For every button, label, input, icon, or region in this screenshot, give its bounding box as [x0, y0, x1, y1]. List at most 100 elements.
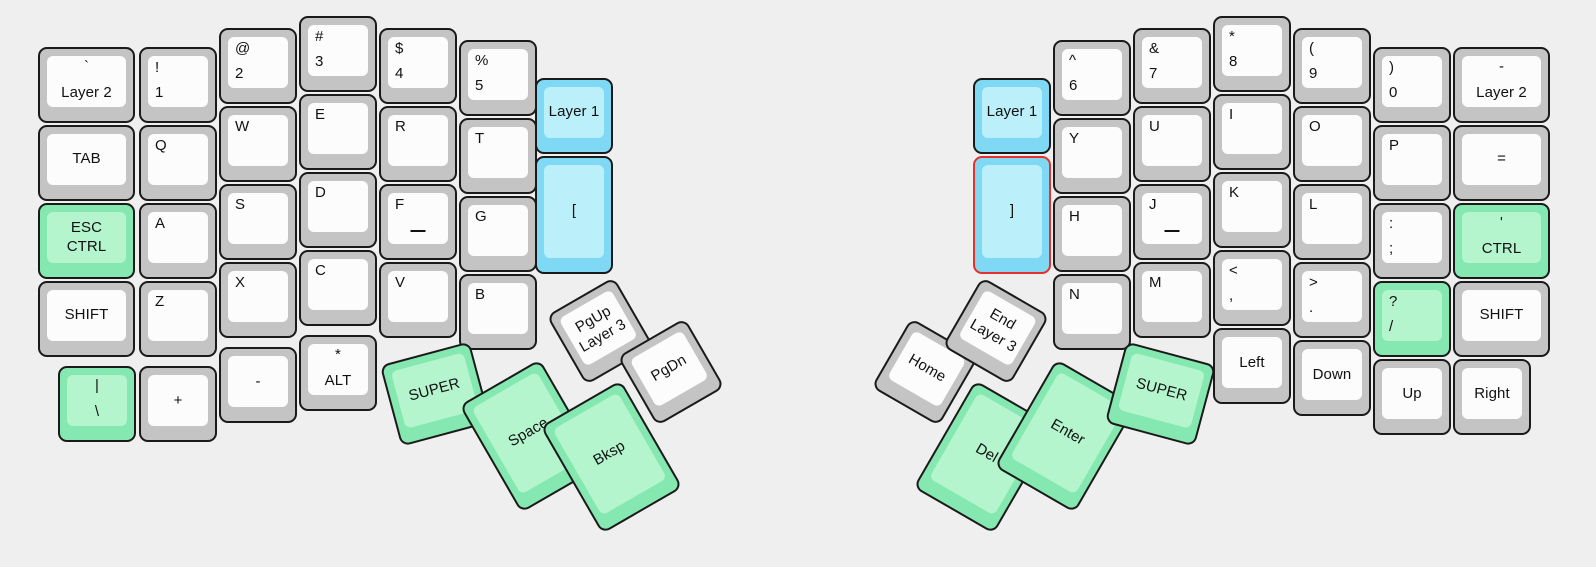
keycap: <, — [1222, 259, 1282, 310]
key-o[interactable]: O — [1293, 106, 1371, 182]
keycap: !1 — [148, 56, 208, 107]
key-h[interactable]: H — [1053, 196, 1131, 272]
key-layer-2-left[interactable]: `Layer 2 — [38, 47, 135, 123]
key-semicolon[interactable]: :; — [1373, 203, 1451, 279]
key-d[interactable]: D — [299, 172, 377, 248]
key-a[interactable]: A — [139, 203, 217, 279]
key-i[interactable]: I — [1213, 94, 1291, 170]
key-legend: Right — [1474, 385, 1510, 403]
key-legend: P — [1389, 137, 1400, 154]
keycap: H — [1062, 205, 1122, 256]
key-c[interactable]: C — [299, 250, 377, 326]
key-arrow-down[interactable]: Down — [1293, 340, 1371, 416]
keycap: ] — [982, 165, 1042, 258]
key-2[interactable]: @2 — [219, 28, 297, 104]
key-legend: ] — [1009, 202, 1015, 220]
keycap: F — [388, 193, 448, 244]
key-quote-ctrl[interactable]: 'CTRL — [1453, 203, 1550, 279]
key-v[interactable]: V — [379, 262, 457, 338]
keycap: D — [308, 181, 368, 232]
key-x[interactable]: X — [219, 262, 297, 338]
key-minus-left[interactable]: - — [219, 347, 297, 423]
keycap: Enter — [1010, 371, 1125, 495]
key-u[interactable]: U — [1133, 106, 1211, 182]
key-m[interactable]: M — [1133, 262, 1211, 338]
key-0[interactable]: )0 — [1373, 47, 1451, 123]
homing-bar-indicator — [410, 230, 426, 232]
key-legend: K — [1229, 184, 1240, 201]
key-5[interactable]: %5 — [459, 40, 537, 116]
key-legend-shifted: : — [1389, 215, 1394, 232]
key-1[interactable]: !1 — [139, 47, 217, 123]
keycap: O — [1302, 115, 1362, 166]
key-b[interactable]: B — [459, 274, 537, 350]
key-p[interactable]: P — [1373, 125, 1451, 201]
keycap: R — [388, 115, 448, 166]
key-n[interactable]: N — [1053, 274, 1131, 350]
keycap: U — [1142, 115, 1202, 166]
keycap: $4 — [388, 37, 448, 88]
key-t[interactable]: T — [459, 118, 537, 194]
key-right-bracket[interactable]: ] — [973, 156, 1051, 274]
key-pipe-backslash[interactable]: |\ — [58, 366, 136, 442]
key-alt[interactable]: *ALT — [299, 335, 377, 411]
key-j[interactable]: J — [1133, 184, 1211, 260]
key-legend: PgUp Layer 3 — [572, 302, 629, 356]
key-8[interactable]: *8 — [1213, 16, 1291, 92]
key-legend: / — [1389, 317, 1394, 335]
key-s[interactable]: S — [219, 184, 297, 260]
key-g[interactable]: G — [459, 196, 537, 272]
key-4[interactable]: $4 — [379, 28, 457, 104]
key-q[interactable]: Q — [139, 125, 217, 201]
key-legend: 4 — [395, 64, 404, 82]
key-period[interactable]: >. — [1293, 262, 1371, 338]
key-arrow-up[interactable]: Up — [1373, 359, 1451, 435]
key-comma[interactable]: <, — [1213, 250, 1291, 326]
key-r[interactable]: R — [379, 106, 457, 182]
key-e[interactable]: E — [299, 94, 377, 170]
key-legend: Layer 2 — [61, 83, 112, 101]
key-layer-2-right[interactable]: -Layer 2 — [1453, 47, 1550, 123]
key-legend: I — [1229, 106, 1234, 123]
key-layer-1-left[interactable]: Layer 1 — [535, 78, 613, 154]
key-legend: , — [1229, 286, 1234, 304]
key-shift-left[interactable]: SHIFT — [38, 281, 135, 357]
key-plus[interactable]: + — [139, 366, 217, 442]
key-slash[interactable]: ?/ — [1373, 281, 1451, 357]
key-legend: D — [315, 184, 326, 201]
key-9[interactable]: (9 — [1293, 28, 1371, 104]
key-legend: J — [1149, 196, 1157, 213]
keycap: B — [468, 283, 528, 334]
key-z[interactable]: Z — [139, 281, 217, 357]
key-legend: Z — [155, 293, 165, 310]
keycap: J — [1142, 193, 1202, 244]
key-arrow-left[interactable]: Left — [1213, 328, 1291, 404]
key-left-bracket[interactable]: [ — [535, 156, 613, 274]
key-6[interactable]: ^6 — [1053, 40, 1131, 116]
keycap: Y — [1062, 127, 1122, 178]
key-esc-ctrl[interactable]: ESC CTRL — [38, 203, 135, 279]
key-y[interactable]: Y — [1053, 118, 1131, 194]
key-l[interactable]: L — [1293, 184, 1371, 260]
keycap: K — [1222, 181, 1282, 232]
keycap: Layer 1 — [544, 87, 604, 138]
key-tab[interactable]: TAB — [38, 125, 135, 201]
key-arrow-right[interactable]: Right — [1453, 359, 1531, 435]
key-equal[interactable]: = — [1453, 125, 1550, 201]
key-legend: + — [173, 392, 183, 410]
keycap: L — [1302, 193, 1362, 244]
key-legend: 5 — [475, 76, 484, 94]
key-shift-right[interactable]: SHIFT — [1453, 281, 1550, 357]
keycap: A — [148, 212, 208, 263]
key-7[interactable]: &7 — [1133, 28, 1211, 104]
key-legend: X — [235, 274, 246, 291]
key-layer-1-right[interactable]: Layer 1 — [973, 78, 1051, 154]
keycap: Layer 1 — [982, 87, 1042, 138]
keycap: %5 — [468, 49, 528, 100]
key-f[interactable]: F — [379, 184, 457, 260]
key-legend: ALT — [324, 371, 352, 389]
key-k[interactable]: K — [1213, 172, 1291, 248]
key-w[interactable]: W — [219, 106, 297, 182]
key-3[interactable]: #3 — [299, 16, 377, 92]
key-legend: Down — [1312, 366, 1352, 384]
